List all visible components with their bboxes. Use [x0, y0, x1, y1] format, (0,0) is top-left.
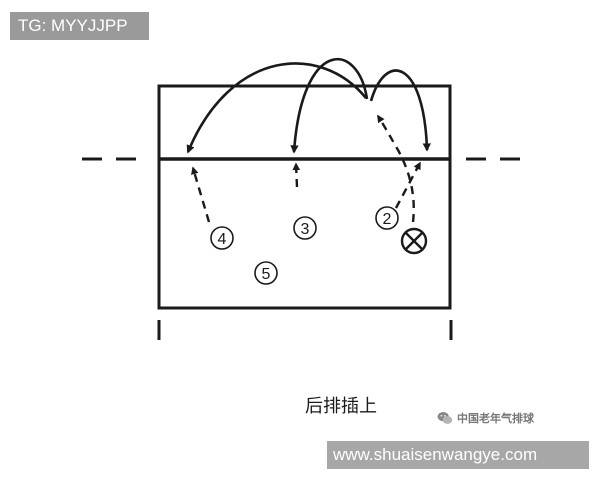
- pass-arc-to-4: [186, 62, 368, 154]
- move-path-player-2: [394, 161, 422, 209]
- wechat-account-name: 中国老年气排球: [457, 412, 534, 425]
- setter-x-icon: [400, 227, 428, 255]
- move-path-player-3: [292, 162, 301, 188]
- pass-arc-to-2: [369, 69, 431, 152]
- player-4: 4: [210, 226, 234, 250]
- player-5-ring: [254, 261, 278, 285]
- player-2: 2: [375, 206, 399, 230]
- player-3: 3: [293, 216, 317, 240]
- player-3-ring: [293, 216, 317, 240]
- watermark-url: www.shuaisenwangye.com: [327, 441, 589, 469]
- diagram-caption: 后排插上: [305, 396, 377, 417]
- player-4-label: 4: [218, 231, 227, 248]
- court-boundary: [157, 84, 452, 310]
- player-4-ring: [210, 226, 234, 250]
- move-path-setter: [376, 114, 415, 223]
- pass-arc-to-3: [290, 57, 369, 154]
- watermark-tag: TG: MYYJJPP: [10, 12, 149, 40]
- player-5: 5: [254, 261, 278, 285]
- setter-cross-b: [405, 232, 423, 250]
- move-path-player-4: [191, 166, 211, 223]
- wechat-watermark: 中国老年气排球: [437, 410, 534, 426]
- player-3-label: 3: [301, 221, 310, 238]
- player-2-ring: [375, 206, 399, 230]
- player-5-label: 5: [262, 266, 271, 283]
- player-2-label: 2: [383, 211, 392, 228]
- wechat-icon: [437, 412, 453, 424]
